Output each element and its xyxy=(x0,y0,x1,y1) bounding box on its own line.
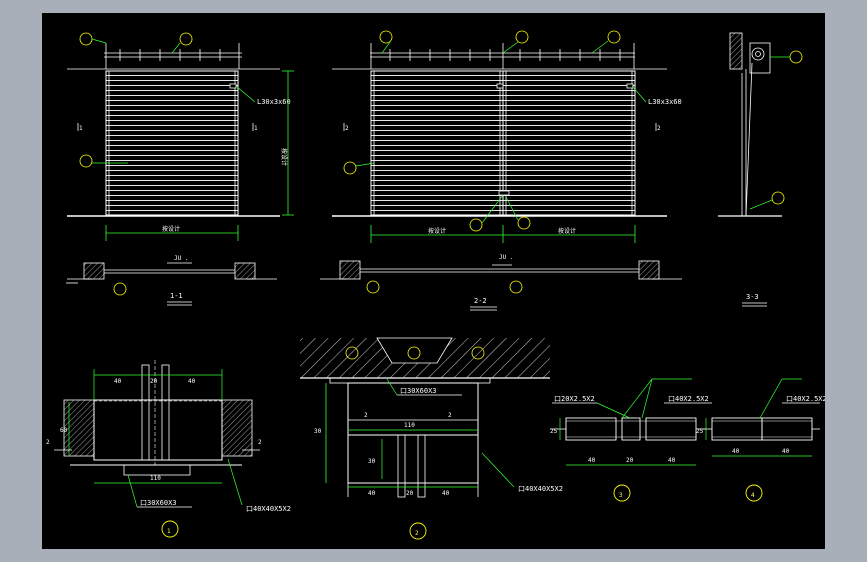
callout-balloon xyxy=(515,30,529,44)
cut-mark: 2 xyxy=(364,412,368,419)
callout-balloon xyxy=(366,280,380,294)
dim-label: 40 xyxy=(782,448,790,455)
section-title-2: 2-2 xyxy=(474,297,487,305)
plan-note: JU . xyxy=(499,254,513,261)
callout-balloon xyxy=(407,346,421,360)
callout-balloon xyxy=(607,30,621,44)
width-dim-label: 按设计 xyxy=(162,225,180,233)
dim-label: 20 xyxy=(150,378,158,385)
plan-note: JU . xyxy=(174,255,188,262)
elevation-middle: L30x3x60 2 2 按设计 按设计 xyxy=(332,30,682,243)
d1-tube-bottom-label: 口40X40X5X2 xyxy=(246,505,291,513)
callout-balloon xyxy=(469,218,483,232)
detail-number: 4 xyxy=(751,492,755,499)
detail-2: 30 110 30 40 20 40 2 2 口30X60X3 口40X40X5… xyxy=(300,337,563,540)
detail-balloon-2 xyxy=(409,522,427,540)
plan-1-1: JU . 1-1 xyxy=(66,255,277,306)
dim-label: 40 xyxy=(188,378,196,385)
width-dim-label: 按设计 xyxy=(558,227,576,235)
dim-label: 20 xyxy=(626,457,634,464)
cut-mark: 2 xyxy=(46,439,50,446)
detail-1: 40 20 40 110 60 2 2 口30X60X3 口40X40X5X2 … xyxy=(46,360,291,538)
callout-balloon xyxy=(79,154,93,168)
d2-tube-bottom-label: 口40X40X5X2 xyxy=(518,485,563,493)
callout-balloon xyxy=(789,50,803,64)
elevation-left: L30x3x60 按设计 1 1 按设计 xyxy=(67,32,294,241)
dim-label: 40 xyxy=(732,448,740,455)
detail-number: 2 xyxy=(415,530,419,537)
detail-balloon-3 xyxy=(613,484,631,502)
d4-tube-label: 口40X2.5X2 xyxy=(786,395,825,403)
dim-label: 40 xyxy=(668,457,676,464)
callout-balloon xyxy=(471,346,485,360)
dim-label: 110 xyxy=(404,422,415,429)
dim-label: 40 xyxy=(368,490,376,497)
callout-balloon xyxy=(343,161,357,175)
dim-label: 110 xyxy=(150,475,161,482)
section-mark: 1 xyxy=(254,125,258,132)
height-dim-label: 按设计 xyxy=(280,148,288,166)
callout-balloon xyxy=(509,280,523,294)
cad-drawing-area: L30x3x60 按设计 1 1 按设计 JU . xyxy=(42,13,825,549)
detail-balloon-1 xyxy=(161,520,179,538)
callout-balloon xyxy=(517,216,531,230)
dim-label: 40 xyxy=(114,378,122,385)
dim-label: 40 xyxy=(442,490,450,497)
cut-mark: 2 xyxy=(448,412,452,419)
width-dim-label: 按设计 xyxy=(428,227,446,235)
dim-label: 60 xyxy=(60,427,68,434)
callout-balloon xyxy=(379,30,393,44)
section-mark: 2 xyxy=(345,125,349,132)
dim-label: 30 xyxy=(314,428,322,435)
angle-label-right: L30x3x60 xyxy=(648,98,682,106)
dim-label: 40 xyxy=(588,457,596,464)
d3-tube-right-label: 口40X2.5X2 xyxy=(668,395,709,403)
detail-4: 25 40 40 口40X2.5X2 4 xyxy=(696,378,825,502)
section-3-3: 3-3 xyxy=(718,32,803,307)
dim-label: 25 xyxy=(550,428,558,435)
detail-3: 25 40 20 40 口20X2.5X2 口40X2.5X2 3 xyxy=(550,378,712,502)
section-title-1: 1-1 xyxy=(170,292,183,300)
callout-balloon xyxy=(179,32,193,46)
detail-number: 1 xyxy=(167,528,171,535)
dim-label: 25 xyxy=(696,428,704,435)
dim-label: 30 xyxy=(368,458,376,465)
section-title-3: 3-3 xyxy=(746,293,759,301)
section-mark: 2 xyxy=(657,125,661,132)
callout-balloon xyxy=(345,346,359,360)
callout-balloon xyxy=(79,32,93,46)
dim-label: 20 xyxy=(406,490,414,497)
plan-2-2: JU . 2-2 xyxy=(320,254,682,311)
cut-mark: 2 xyxy=(258,439,262,446)
callout-balloon xyxy=(771,191,785,205)
section-mark: 1 xyxy=(79,125,83,132)
d3-tube-left-label: 口20X2.5X2 xyxy=(554,395,595,403)
callout-balloon xyxy=(113,282,127,296)
detail-balloon-4 xyxy=(745,484,763,502)
angle-label-left: L30x3x60 xyxy=(257,98,291,106)
d1-tube-top-label: 口30X60X3 xyxy=(140,499,177,507)
d2-tube-top-label: 口30X60X3 xyxy=(400,387,437,395)
detail-number: 3 xyxy=(619,492,623,499)
